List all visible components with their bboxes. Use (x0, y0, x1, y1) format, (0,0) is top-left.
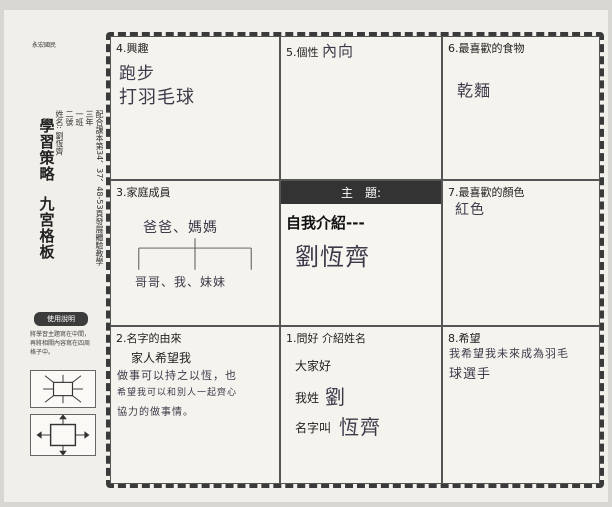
cell-interest[interactable]: 4.興趣 跑步 打羽毛球 (110, 36, 280, 180)
topic-title: 自我介紹--- (286, 214, 365, 232)
cell-center-topic[interactable]: 主 題: 自我介紹--- 劉恆齊 (280, 180, 442, 326)
handwritten-answer: 哥哥、我、妹妹 (135, 275, 227, 289)
handwritten-name: 劉恆齊 (295, 243, 370, 271)
title-char: 九 (39, 195, 55, 213)
handwritten-answer: 爸爸、媽媽 (143, 220, 218, 236)
student-meta: 配合課本第34、37、48-53頁發展體驗教學 三年 一班 二號 姓名: 劉恆齊 (55, 110, 104, 290)
howto-box: 使用說明 將學習主題寫在中間，再將相關內容寫在四周格子中。 (28, 312, 94, 357)
handwritten-answer: 乾麵 (457, 81, 492, 100)
cell-name-origin[interactable]: 2.名字的由來 家人希望我 做事可以持之以恆，也 希望我可以和別人一起齊心 協力… (110, 326, 280, 484)
handwritten-answer: 做事可以持之以恆，也 (117, 369, 237, 382)
cell-label-text: 5.個性 (286, 46, 319, 59)
handwritten-answer: 內向 (322, 42, 355, 60)
title-char: 宮 (39, 211, 55, 229)
handwritten-answer: 打羽毛球 (119, 87, 195, 108)
cell-label: 2.名字的由來 (116, 332, 182, 345)
meta-number: 二號 (65, 110, 74, 126)
left-strip: 永宏國民 學 習 策 略 九 宮 格 板 配合課本第34、37、48-53頁發展… (10, 10, 104, 500)
family-tree-lines (138, 238, 252, 270)
printed-line: 大家好 (295, 359, 332, 373)
meta-class: 三年 (85, 110, 94, 126)
cell-label: 7.最喜歡的顏色 (448, 186, 525, 199)
cell-label: 8.希望 (448, 332, 481, 345)
printed-line: 名字叫 (295, 421, 332, 435)
handwritten-answer: 我希望我未來成為羽毛 (449, 347, 569, 360)
cell-color[interactable]: 7.最喜歡的顏色 紅色 (442, 180, 600, 326)
handwritten-answer: 球選手 (449, 367, 492, 382)
grid-diagram-icon (30, 370, 96, 408)
title-char: 學 (39, 117, 55, 135)
howto-heading: 使用說明 (34, 312, 88, 326)
printed-prompt: 家人希望我 (131, 351, 192, 365)
cell-label: 4.興趣 (116, 42, 149, 55)
cell-hope[interactable]: 8.希望 我希望我未來成為羽毛 球選手 (442, 326, 600, 484)
cell-label: 6.最喜歡的食物 (448, 42, 525, 55)
handwritten-answer: 跑步 (119, 64, 155, 84)
title-char: 格 (39, 227, 55, 245)
cell-label: 1.問好 介紹姓名 (286, 332, 366, 345)
topic-heading: 主 題: (281, 181, 441, 204)
howto-text: 將學習主題寫在中間，再將相關內容寫在四周格子中。 (30, 331, 91, 356)
handwritten-answer: 紅色 (455, 202, 485, 218)
cell-label: 5.個性 內向 (286, 40, 436, 61)
title-char: 習 (39, 133, 55, 151)
school-name: 永宏國民 (32, 42, 57, 49)
handwritten-answer: 劉 (325, 385, 346, 409)
cell-label: 3.家庭成員 (116, 186, 171, 199)
nine-square-grid: 4.興趣 跑步 打羽毛球 5.個性 內向 6.最喜歡的食物 乾麵 3.家庭成員 (106, 32, 604, 488)
meta-detail: 配合課本第34、37、48-53頁發展體驗教學 (95, 110, 104, 266)
worksheet-title: 學 習 策 略 九 宮 格 板 (36, 118, 58, 260)
title-char: 略 (39, 165, 55, 183)
meta-student-name: 姓名: 劉恆齊 (55, 110, 64, 156)
handwritten-answer: 希望我可以和別人一起齊心 (117, 388, 238, 398)
title-char: 策 (39, 149, 55, 167)
worksheet-page: 永宏國民 學 習 策 略 九 宮 格 板 配合課本第34、37、48-53頁發展… (4, 10, 608, 502)
title-char: 板 (39, 243, 55, 261)
cell-family[interactable]: 3.家庭成員 爸爸、媽媽 哥哥、我、妹妹 (110, 180, 280, 326)
meta-class: 一班 (75, 110, 84, 126)
handwritten-answer: 協力的做事情。 (117, 407, 194, 418)
printed-line: 我姓 (295, 391, 320, 405)
cell-food[interactable]: 6.最喜歡的食物 乾麵 (442, 36, 600, 180)
handwritten-answer: 恆齊 (339, 415, 381, 439)
cell-personality[interactable]: 5.個性 內向 (280, 36, 442, 180)
cell-greeting[interactable]: 1.問好 介紹姓名 大家好 我姓 劉 名字叫 恆齊 (280, 326, 442, 484)
arrow-diagram-icon (30, 414, 96, 456)
